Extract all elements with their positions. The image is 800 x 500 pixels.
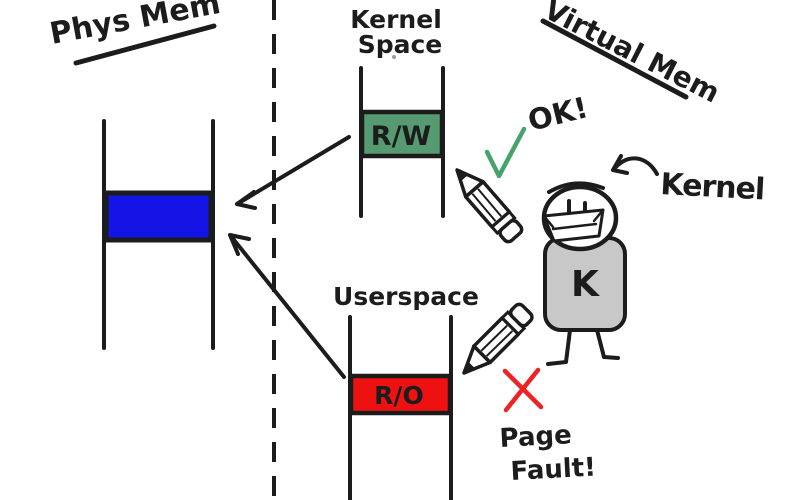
kernel-character-hair-stroke (547, 181, 605, 194)
phys-page-block (103, 190, 214, 243)
kernel-space-title-line1: Kernel (350, 5, 442, 34)
kernel-rw-page-block (359, 109, 445, 159)
write-ok-annotation: OK! (524, 90, 591, 138)
kernel-initial: K (571, 264, 600, 305)
kernel-character-legs (546, 328, 620, 366)
virtual-mem-underline (540, 18, 689, 100)
user-ro-page-block (348, 373, 453, 416)
kernel-to-phys-mapping-arrow (235, 135, 351, 210)
kernel-character-label: Kernel (660, 167, 766, 207)
phys-mem-underline (73, 23, 217, 66)
page-fault-annotation-line2: Fault! (510, 453, 597, 487)
user-page-permission-label: R/O (374, 381, 424, 410)
kernel-character-mask-folds (542, 208, 605, 231)
x-mark-icon (502, 367, 544, 413)
userspace-title: Userspace (333, 282, 479, 311)
user-to-phys-mapping-arrow (228, 233, 346, 379)
kernel-space-title-line2: Space (358, 30, 443, 59)
kernel-label-arrow (611, 154, 659, 176)
page-fault-annotation-line1: Page (499, 420, 573, 454)
virtual-mem-title: Virtual Mem (539, 0, 725, 109)
pencil-icon-kernel-write (446, 160, 527, 247)
stray-dot (392, 55, 396, 59)
phys-mem-title: Phys Mem (47, 0, 223, 52)
pencil-icon-user-write (453, 299, 537, 383)
kernel-page-permission-label: R/W (371, 121, 431, 152)
check-icon (484, 126, 527, 179)
